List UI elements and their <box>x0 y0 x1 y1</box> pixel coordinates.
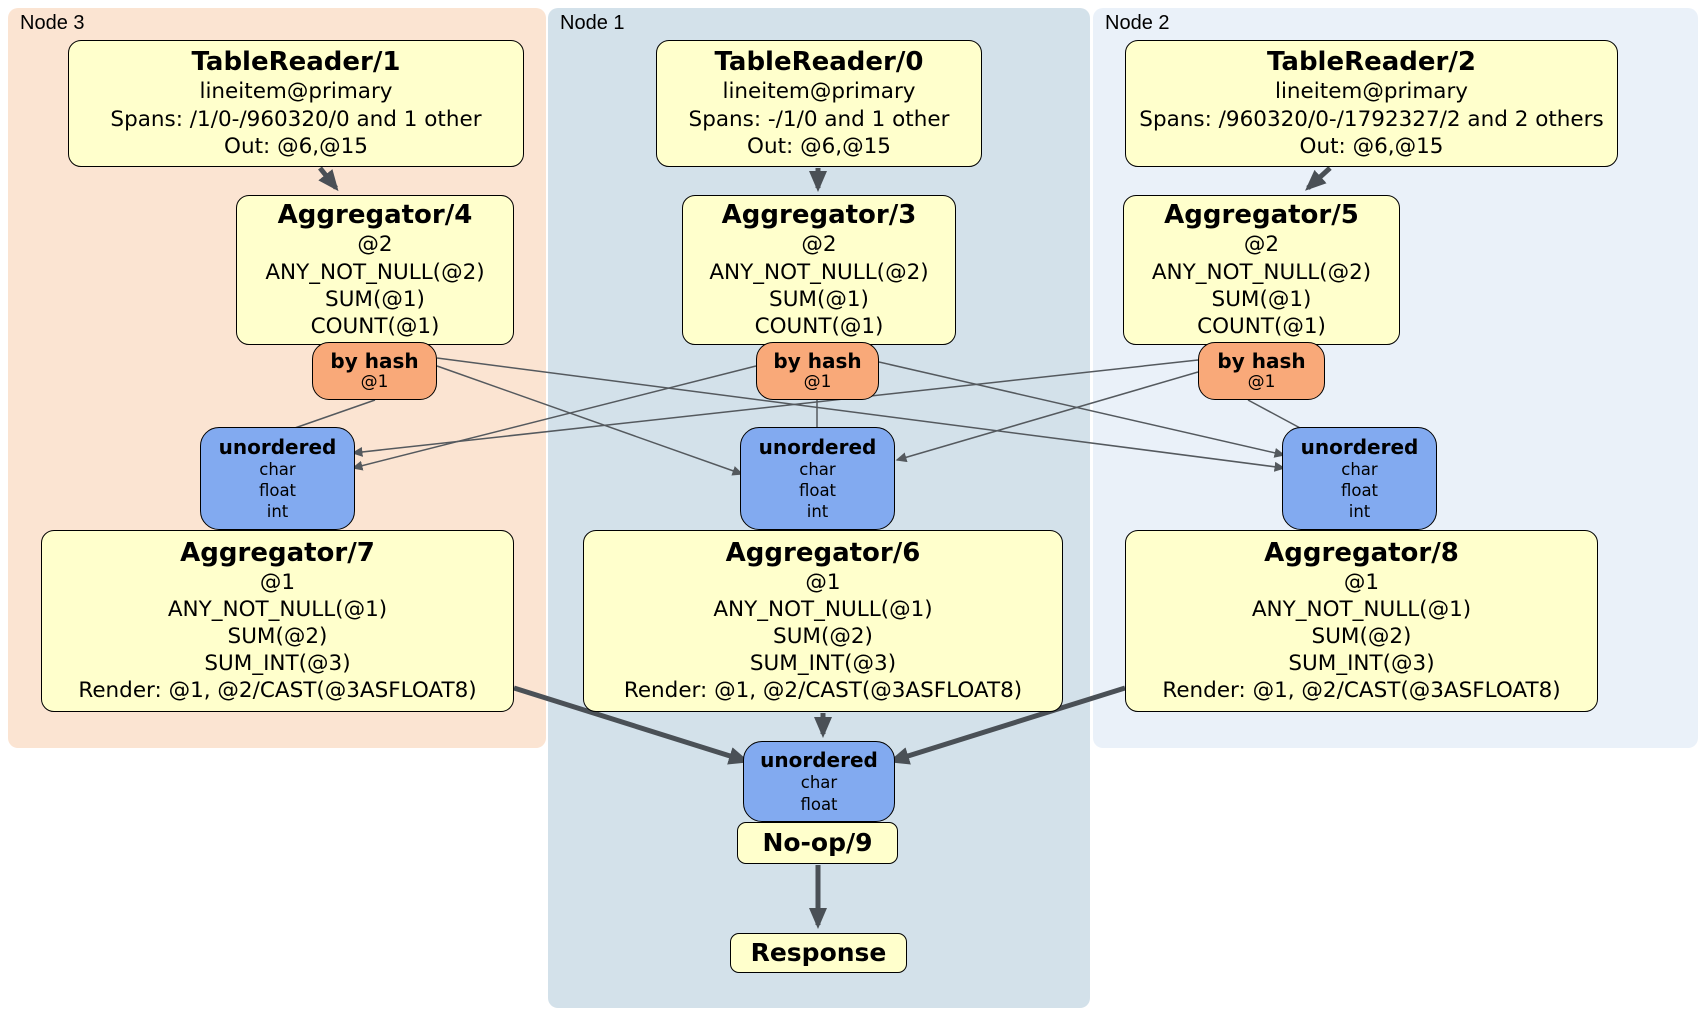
box-line: SUM(@2) <box>227 624 328 650</box>
box-title: unordered <box>218 434 337 459</box>
box-title: Aggregator/8 <box>1264 537 1459 568</box>
tablereader-2-box: TableReader/2 lineitem@primary Spans: /9… <box>1125 40 1618 167</box>
box-title: by hash <box>330 349 419 374</box>
box-line: ANY_NOT_NULL(@1) <box>713 596 933 622</box>
box-line: Spans: /1/0-/960320/0 and 1 other <box>110 106 482 132</box>
box-title: by hash <box>773 349 862 374</box>
box-line: @1 <box>1247 372 1276 393</box>
aggregator-5-box: Aggregator/5 @2 ANY_NOT_NULL(@2) SUM(@1)… <box>1123 195 1400 345</box>
box-line: char <box>799 459 836 479</box>
box-line: SUM_INT(@3) <box>749 651 897 677</box>
box-line: int <box>266 502 289 522</box>
box-title: unordered <box>758 434 877 459</box>
box-line: float <box>798 480 837 500</box>
box-line: char <box>1341 459 1378 479</box>
box-line: Render: @1, @2/CAST(@3ASFLOAT8) <box>78 678 477 704</box>
box-line: @2 <box>1243 232 1280 258</box>
box-line: int <box>806 502 829 522</box>
box-title: Aggregator/6 <box>725 537 921 568</box>
hash-router-node2: by hash @1 <box>1198 342 1325 400</box>
box-line: SUM(@2) <box>1311 624 1412 650</box>
box-line: Spans: /960320/0-/1792327/2 and 2 others <box>1139 106 1604 132</box>
tablereader-1-box: TableReader/1 lineitem@primary Spans: /1… <box>68 40 524 167</box>
box-line: char <box>800 773 838 793</box>
region-label-node2: Node 2 <box>1105 12 1170 34</box>
box-line: COUNT(@1) <box>310 313 440 339</box>
box-line: SUM(@1) <box>325 286 425 312</box>
box-line: SUM(@2) <box>773 624 873 650</box>
box-title: unordered <box>1300 434 1419 459</box>
box-line: @1 <box>803 372 832 393</box>
box-line: Render: @1, @2/CAST(@3ASFLOAT8) <box>1162 678 1561 704</box>
unordered-sync-node1: unordered char float int <box>740 427 895 530</box>
hash-router-node3: by hash @1 <box>312 342 437 400</box>
noop-box: No-op/9 <box>737 822 898 864</box>
aggregator-6-box: Aggregator/6 @1 ANY_NOT_NULL(@1) SUM(@2)… <box>583 530 1063 712</box>
box-line: @1 <box>805 569 841 595</box>
box-line: Out: @6,@15 <box>224 133 368 159</box>
box-title: Response <box>750 938 887 967</box>
box-line: ANY_NOT_NULL(@1) <box>1251 596 1472 622</box>
aggregator-7-box: Aggregator/7 @1 ANY_NOT_NULL(@1) SUM(@2)… <box>41 530 514 712</box>
box-title: Aggregator/7 <box>180 537 375 568</box>
box-title: unordered <box>760 748 878 773</box>
tablereader-0-box: TableReader/0 lineitem@primary Spans: -/… <box>656 40 982 167</box>
box-line: SUM(@1) <box>769 286 869 312</box>
box-line: lineitem@primary <box>1274 79 1469 105</box>
box-line: @1 <box>259 569 296 595</box>
box-line: int <box>1348 502 1371 522</box>
aggregator-4-box: Aggregator/4 @2 ANY_NOT_NULL(@2) SUM(@1)… <box>236 195 514 345</box>
box-line: SUM(@1) <box>1211 286 1312 312</box>
box-line: COUNT(@1) <box>754 313 884 339</box>
box-title: TableReader/0 <box>714 47 924 78</box>
box-line: ANY_NOT_NULL(@2) <box>265 259 485 285</box>
box-title: TableReader/2 <box>1267 47 1476 78</box>
region-label-node3: Node 3 <box>20 12 85 34</box>
box-title: Aggregator/5 <box>1164 200 1359 231</box>
box-line: ANY_NOT_NULL(@2) <box>1151 259 1372 285</box>
response-box: Response <box>730 933 907 973</box>
box-line: float <box>258 480 297 500</box>
box-title: No-op/9 <box>762 828 873 857</box>
box-line: lineitem@primary <box>722 79 916 105</box>
aggregator-3-box: Aggregator/3 @2 ANY_NOT_NULL(@2) SUM(@1)… <box>682 195 956 345</box>
aggregator-8-box: Aggregator/8 @1 ANY_NOT_NULL(@1) SUM(@2)… <box>1125 530 1598 712</box>
box-line: char <box>259 459 296 479</box>
region-label-node1: Node 1 <box>560 12 625 34</box>
box-line: lineitem@primary <box>199 79 393 105</box>
router-sync-edges <box>291 357 1303 476</box>
box-line: @1 <box>360 372 389 393</box>
box-line: Out: @6,@15 <box>747 133 891 159</box>
box-line: float <box>1340 480 1379 500</box>
box-line: SUM_INT(@3) <box>1288 651 1435 677</box>
box-title: Aggregator/4 <box>277 200 473 231</box>
box-title: Aggregator/3 <box>721 200 917 231</box>
box-title: TableReader/1 <box>191 47 401 78</box>
processor-edges <box>318 166 1332 929</box>
box-line: Render: @1, @2/CAST(@3ASFLOAT8) <box>623 678 1023 704</box>
unordered-sync-node3: unordered char float int <box>200 427 355 530</box>
box-line: COUNT(@1) <box>1197 313 1326 339</box>
box-line: float <box>800 794 838 814</box>
box-line: @2 <box>357 232 393 258</box>
box-line: Spans: -/1/0 and 1 other <box>688 106 950 132</box>
unordered-sync-final: unordered char float <box>743 741 895 822</box>
box-line: ANY_NOT_NULL(@2) <box>709 259 929 285</box>
box-title: by hash <box>1217 349 1306 374</box>
box-line: Out: @6,@15 <box>1299 133 1444 159</box>
box-line: ANY_NOT_NULL(@1) <box>167 596 388 622</box>
box-line: SUM_INT(@3) <box>204 651 351 677</box>
hash-router-node1: by hash @1 <box>756 342 879 400</box>
box-line: @2 <box>801 232 837 258</box>
box-line: @1 <box>1343 569 1380 595</box>
unordered-sync-node2: unordered char float int <box>1282 427 1437 530</box>
